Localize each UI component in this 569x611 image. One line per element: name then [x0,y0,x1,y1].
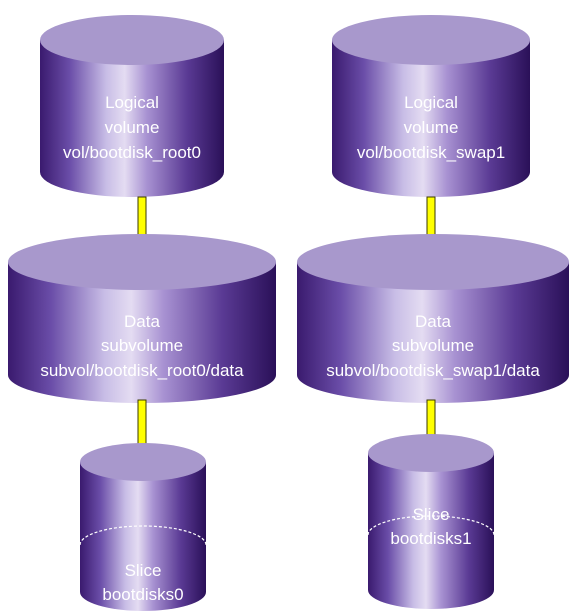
slice-label-line2-left: bootdisks0 [102,585,183,604]
subvolume-label-line2-right: subvolume [392,336,474,355]
data-subvolume-cylinder-right: Data subvolume subvol/bootdisk_swap1/dat… [297,234,569,403]
slice-cylinder-left: Slice bootdisks0 [79,443,207,611]
slice-label-line2-right: bootdisks1 [390,529,471,548]
subvolume-label-line3-right: subvol/bootdisk_swap1/data [326,361,540,380]
slice-label-line1-left: Slice [125,561,162,580]
subvolume-label-line1-left: Data [124,312,160,331]
volume-label-line3-left: vol/bootdisk_root0 [63,143,201,162]
volume-label-line2-right: volume [404,118,459,137]
logical-volume-cylinder-right: Logical volume vol/bootdisk_swap1 [332,15,530,197]
logical-volume-cylinder-left: Logical volume vol/bootdisk_root0 [40,15,224,197]
volume-label-line1-left: Logical [105,93,159,112]
volume-label-line1-right: Logical [404,93,458,112]
data-subvolume-cylinder-left: Data subvolume subvol/bootdisk_root0/dat… [8,234,276,403]
slice-label-line1-right: Slice [413,505,450,524]
subvolume-label-line2-left: subvolume [101,336,183,355]
slice-cylinder-right: Slice bootdisks1 [367,434,495,609]
volume-label-line2-left: volume [105,118,160,137]
subvolume-label-line3-left: subvol/bootdisk_root0/data [40,361,244,380]
volume-label-line3-right: vol/bootdisk_swap1 [357,143,505,162]
subvolume-label-line1-right: Data [415,312,451,331]
